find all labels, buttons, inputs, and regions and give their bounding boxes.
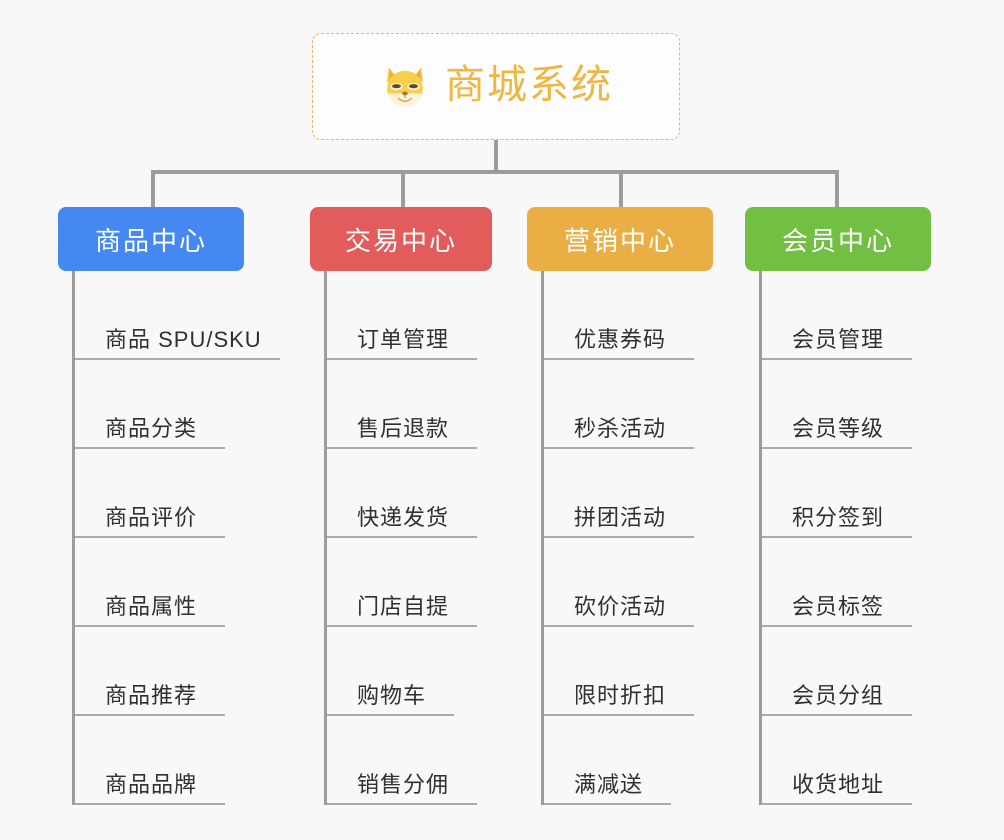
leaf-label: 商品推荐 [105, 683, 198, 708]
leaf-label: 门店自提 [357, 594, 450, 619]
leaf-underline [544, 447, 694, 449]
leaf-label: 快递发货 [357, 505, 450, 530]
list-item[interactable]: 商品推荐 [75, 627, 262, 716]
leaf-label: 优惠券码 [574, 327, 667, 352]
leaf-underline [75, 803, 225, 805]
leaf-underline [75, 536, 225, 538]
leaf-underline [327, 358, 477, 360]
leaf-label: 购物车 [357, 683, 427, 708]
leaf-underline [544, 358, 694, 360]
list-item[interactable]: 砍价活动 [544, 538, 713, 627]
branch-product-center: 商品中心 商品 SPU/SKU 商品分类 商品评价 商品属性 商品推荐 [58, 207, 280, 805]
leaf-label: 秒杀活动 [574, 416, 667, 441]
leaf-label: 会员管理 [792, 327, 885, 352]
leaf-label: 商品评价 [105, 505, 198, 530]
connector-drop-1 [151, 170, 155, 208]
leaf-label: 会员分组 [792, 683, 885, 708]
leaf-underline [327, 803, 477, 805]
root-title: 商城系统 [445, 62, 613, 107]
leaf-label: 订单管理 [357, 327, 450, 352]
leaf-label: 销售分佣 [357, 772, 450, 797]
list-item[interactable]: 快递发货 [327, 449, 492, 538]
list-item[interactable]: 满减送 [544, 716, 713, 805]
leaf-label: 满减送 [574, 772, 644, 797]
list-item[interactable]: 会员分组 [762, 627, 931, 716]
leaf-underline [75, 358, 280, 360]
connector-drop-2 [401, 170, 405, 208]
leaf-list-product-center: 商品 SPU/SKU 商品分类 商品评价 商品属性 商品推荐 商品品牌 [72, 271, 280, 805]
connector-drop-3 [619, 170, 623, 208]
branch-marketing-center: 营销中心 优惠券码 秒杀活动 拼团活动 砍价活动 限时折扣 [527, 207, 713, 805]
leaf-label: 限时折扣 [574, 683, 667, 708]
branch-header-member-center[interactable]: 会员中心 [745, 207, 931, 271]
list-item[interactable]: 商品分类 [75, 360, 262, 449]
leaf-underline [544, 714, 694, 716]
leaf-underline [762, 447, 912, 449]
leaf-underline [75, 625, 225, 627]
leaf-list-trade-center: 订单管理 售后退款 快递发货 门店自提 购物车 销售分佣 [324, 271, 492, 805]
list-item[interactable]: 收货地址 [762, 716, 931, 805]
leaf-underline [762, 803, 912, 805]
branch-header-marketing-center[interactable]: 营销中心 [527, 207, 713, 271]
leaf-underline [762, 714, 912, 716]
list-item[interactable]: 限时折扣 [544, 627, 713, 716]
leaf-label: 商品品牌 [105, 772, 198, 797]
leaf-label: 商品属性 [105, 594, 198, 619]
connector-drop-4 [835, 170, 839, 208]
leaf-label: 积分签到 [792, 505, 885, 530]
list-item[interactable]: 会员管理 [762, 271, 931, 360]
leaf-underline [762, 536, 912, 538]
list-item[interactable]: 商品 SPU/SKU [75, 271, 280, 360]
leaf-underline [762, 358, 912, 360]
branch-header-product-center[interactable]: 商品中心 [58, 207, 244, 271]
leaf-underline [327, 447, 477, 449]
branch-header-trade-center[interactable]: 交易中心 [310, 207, 492, 271]
leaf-underline [327, 714, 454, 716]
list-item[interactable]: 会员标签 [762, 538, 931, 627]
list-item[interactable]: 商品品牌 [75, 716, 262, 805]
connector-bus [151, 170, 839, 174]
list-item[interactable]: 销售分佣 [327, 716, 492, 805]
list-item[interactable]: 拼团活动 [544, 449, 713, 538]
leaf-underline [327, 536, 477, 538]
leaf-label: 拼团活动 [574, 505, 667, 530]
leaf-label: 商品 SPU/SKU [105, 327, 262, 352]
leaf-underline [544, 625, 694, 627]
list-item[interactable]: 商品属性 [75, 538, 262, 627]
root-node-shop-system[interactable]: 商城系统 [312, 33, 680, 140]
leaf-underline [75, 714, 225, 716]
list-item[interactable]: 订单管理 [327, 271, 492, 360]
shiba-dog-face-icon [379, 61, 431, 113]
branch-trade-center: 交易中心 订单管理 售后退款 快递发货 门店自提 购物车 [310, 207, 492, 805]
branch-member-center: 会员中心 会员管理 会员等级 积分签到 会员标签 会员分组 [745, 207, 931, 805]
leaf-underline [327, 625, 477, 627]
leaf-list-member-center: 会员管理 会员等级 积分签到 会员标签 会员分组 收货地址 [759, 271, 931, 805]
leaf-label: 会员标签 [792, 594, 885, 619]
list-item[interactable]: 购物车 [327, 627, 492, 716]
leaf-label: 收货地址 [792, 772, 885, 797]
list-item[interactable]: 会员等级 [762, 360, 931, 449]
list-item[interactable]: 积分签到 [762, 449, 931, 538]
list-item[interactable]: 售后退款 [327, 360, 492, 449]
leaf-label: 会员等级 [792, 416, 885, 441]
list-item[interactable]: 优惠券码 [544, 271, 713, 360]
list-item[interactable]: 门店自提 [327, 538, 492, 627]
leaf-label: 商品分类 [105, 416, 198, 441]
leaf-list-marketing-center: 优惠券码 秒杀活动 拼团活动 砍价活动 限时折扣 满减送 [541, 271, 713, 805]
list-item[interactable]: 商品评价 [75, 449, 262, 538]
leaf-label: 砍价活动 [574, 594, 667, 619]
connector-stem [494, 140, 498, 173]
leaf-underline [544, 803, 671, 805]
leaf-underline [75, 447, 225, 449]
leaf-label: 售后退款 [357, 416, 450, 441]
leaf-underline [544, 536, 694, 538]
leaf-underline [762, 625, 912, 627]
list-item[interactable]: 秒杀活动 [544, 360, 713, 449]
